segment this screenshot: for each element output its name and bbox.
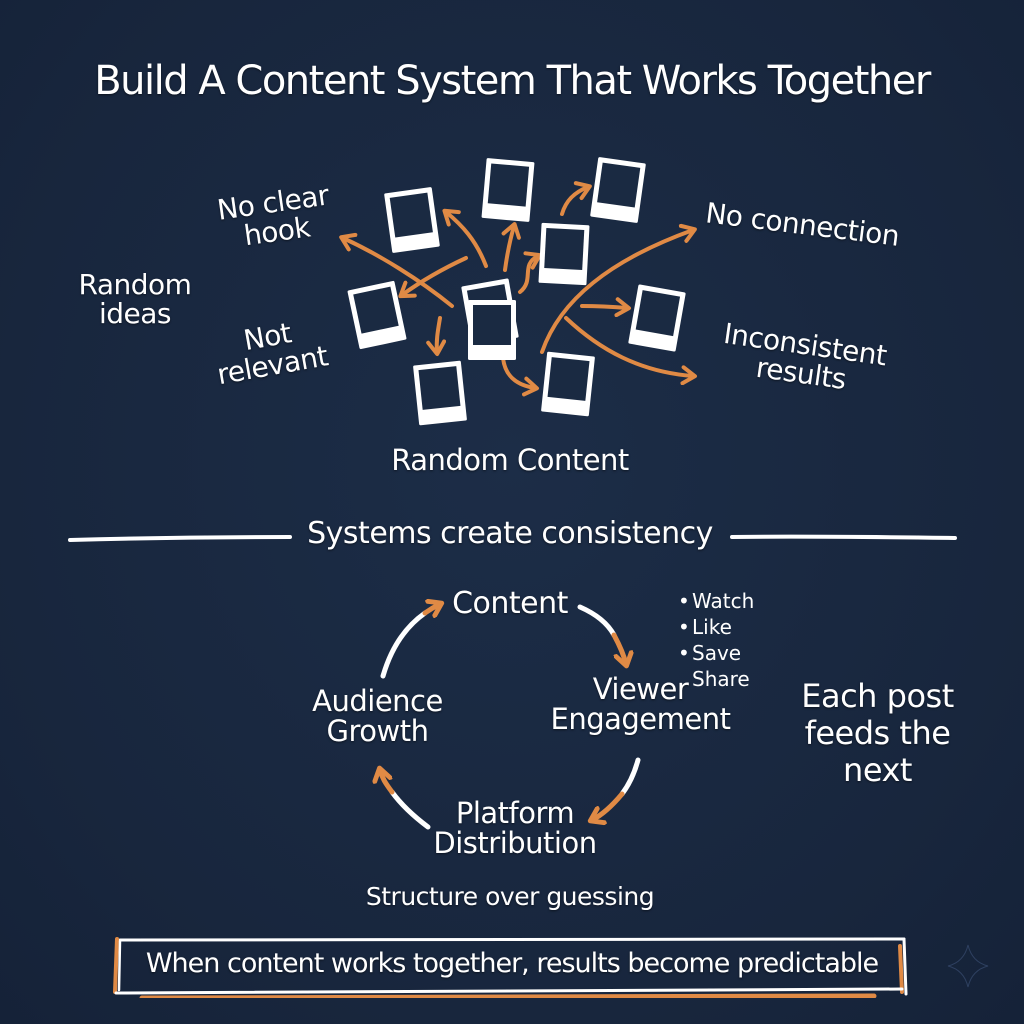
divider-line-right <box>730 534 957 540</box>
arrow-to-inconsistent <box>564 316 697 386</box>
page-title: Build A Content System That Works Togeth… <box>94 58 931 104</box>
footer-text: When content works together, results bec… <box>145 948 879 979</box>
cycle-caption: Structure over guessing <box>365 882 655 911</box>
photo-frame-icon <box>538 222 590 286</box>
arrow-to-no-clear-hook <box>339 232 454 308</box>
photo-frames <box>347 157 686 426</box>
scatter-arrows <box>339 181 697 397</box>
arrow-content-to-engagement-white <box>577 604 617 638</box>
photo-frame-icon <box>468 300 516 360</box>
arrow-down-left <box>426 316 447 356</box>
arrow-to-top-right-frame <box>560 181 592 216</box>
footer-frame <box>113 937 908 998</box>
arrow-distribution-to-growth-white <box>389 789 431 830</box>
divider-label: Systems create consistency <box>307 516 713 551</box>
arrow-to-no-connection <box>540 223 697 354</box>
label-random-ideas: Random ideas <box>78 268 192 331</box>
arrow-engagement-to-distribution-white <box>619 757 641 797</box>
arrow-content-to-engagement-orange <box>611 632 626 664</box>
engagement-action: •Watch <box>678 589 755 613</box>
cycle-node-viewer-engagement: Viewer Engagement <box>550 672 731 737</box>
footer-banner: When content works together, results bec… <box>112 936 912 998</box>
photo-frame-icon <box>347 280 407 350</box>
arrow-to-frame-left <box>398 256 468 299</box>
photo-frame-icon <box>541 351 595 417</box>
engagement-actions-list: •Watch •Like •Save Share <box>678 588 754 692</box>
photo-frame-icon <box>590 157 646 223</box>
photo-frame-icon <box>413 360 467 426</box>
cycle-node-audience-growth: Audience Growth <box>312 684 443 749</box>
bullet-icon: • <box>678 641 690 665</box>
divider-line-left <box>68 535 292 542</box>
arrow-to-frame-2 <box>442 208 488 268</box>
cycle-node-content: Content <box>452 586 568 621</box>
engagement-action: •Save <box>678 641 742 665</box>
arrow-distribution-to-growth-orange <box>380 770 395 795</box>
arrow-engagement-to-distribution-orange <box>592 791 625 820</box>
caption-random-content: Random Content <box>391 443 629 477</box>
arrow-to-frame-top <box>501 222 521 272</box>
arrow-squiggle <box>518 251 542 294</box>
bullet-icon: • <box>678 589 690 613</box>
engagement-action: Share <box>692 667 750 691</box>
photo-frame-icon <box>384 187 440 253</box>
arrow-growth-to-content-white <box>380 610 428 679</box>
arrow-to-frame-right <box>580 297 631 318</box>
side-note: Each post feeds the next <box>801 677 954 789</box>
arrow-down-right <box>501 356 539 397</box>
cycle-arrows <box>380 604 641 830</box>
arrow-growth-to-content-orange <box>422 604 440 613</box>
cycle-node-platform-distribution: Platform Distribution <box>433 796 597 861</box>
bullet-icon: • <box>678 615 690 639</box>
photo-frame-icon <box>481 158 535 222</box>
engagement-action: •Like <box>678 615 732 639</box>
photo-frame-icon <box>628 284 686 352</box>
